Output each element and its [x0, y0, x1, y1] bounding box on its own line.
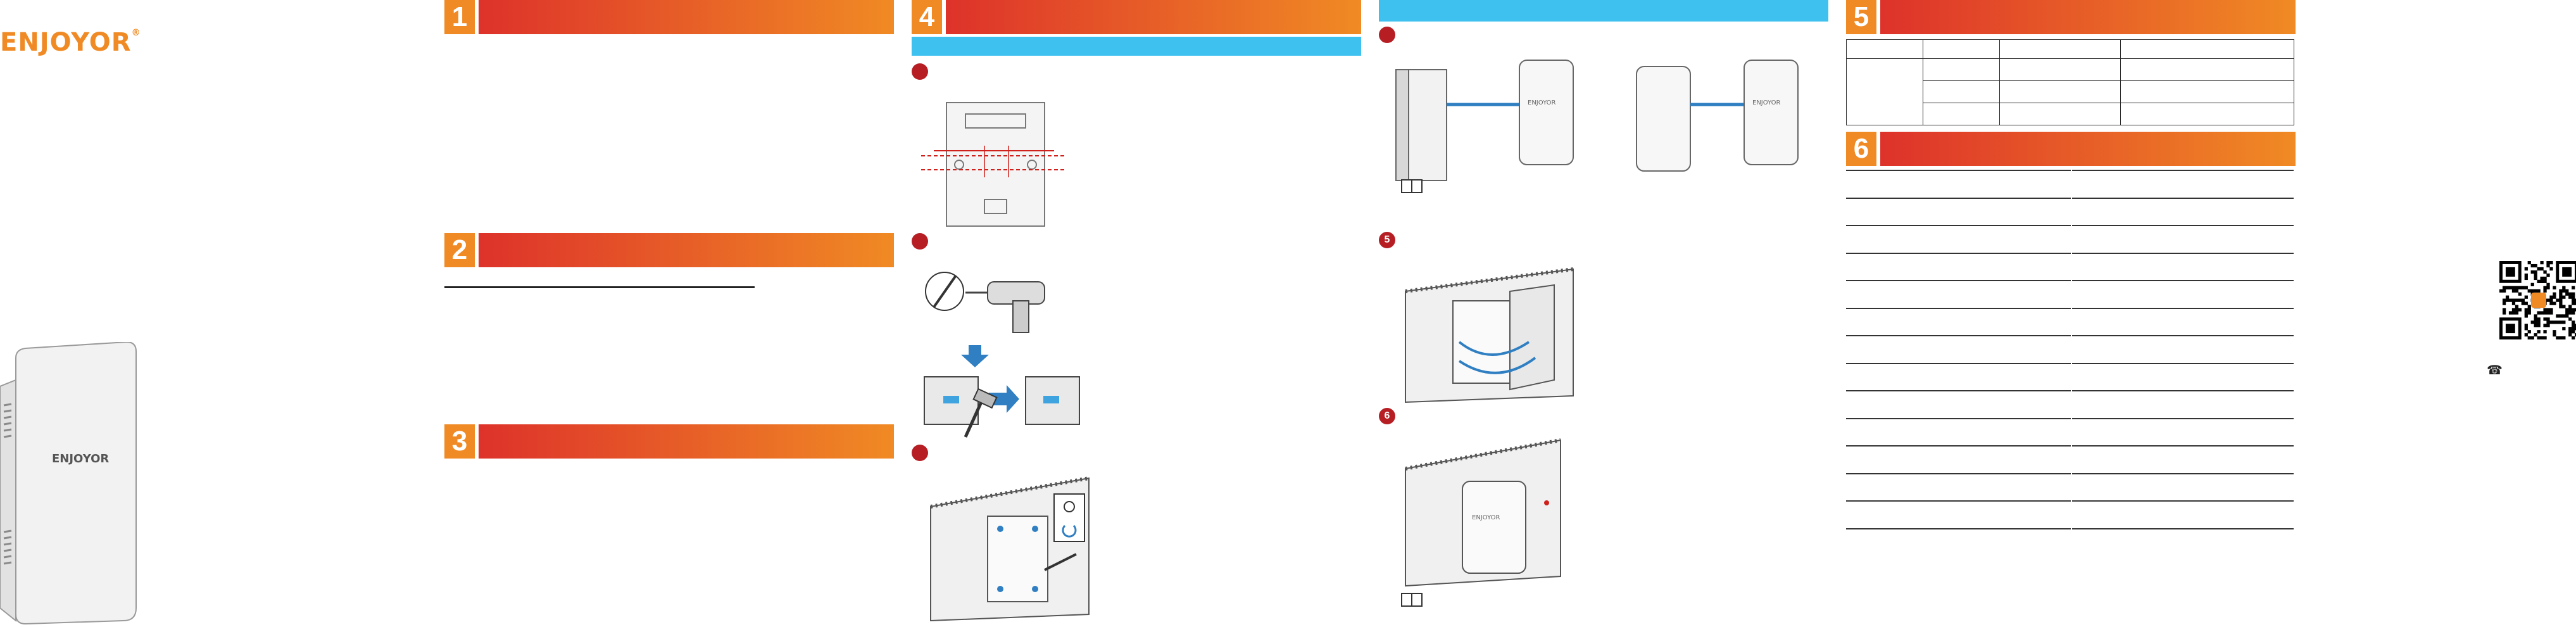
section-1-header: 1 — [444, 0, 894, 34]
section-6-number: 6 — [1846, 132, 1880, 166]
list-row-line-right — [2072, 418, 2294, 419]
spec-cell — [2120, 103, 2294, 125]
spec-cell — [1923, 58, 2000, 81]
list-row-line-right — [2072, 225, 2294, 226]
list-row-line-left — [1846, 418, 2071, 419]
list-row-line-left — [1846, 363, 2071, 364]
step-marker-6: 6 — [1379, 408, 1395, 424]
spec-cell — [1846, 58, 1923, 125]
list-row-line-right — [2072, 363, 2294, 364]
cable-connection-figure: ENJOYOR ENJOYOR — [1395, 60, 1799, 181]
list-row-line-left — [1846, 528, 2071, 529]
list-row-line-right — [2072, 198, 2294, 199]
spec-cell — [1999, 58, 2121, 81]
list-row-line-left — [1846, 390, 2071, 391]
spec-cell — [1846, 39, 1923, 59]
section-5-number: 5 — [1846, 0, 1880, 34]
logo-mark: ® — [131, 28, 141, 38]
spec-cell — [1923, 103, 2000, 125]
spec-cell — [2120, 80, 2294, 103]
phone-icon: ☎ — [2487, 364, 2503, 377]
step-marker-4 — [1379, 27, 1395, 43]
section-1-number: 1 — [444, 0, 479, 34]
manual-icon-2 — [1401, 593, 1423, 607]
list-row-line-right — [2072, 170, 2294, 171]
list-row-line-left — [1846, 335, 2071, 336]
list-row-line-left — [1846, 170, 2071, 171]
logo-text: ENJOYOR — [0, 28, 132, 57]
connect-device-label-2: ENJOYOR — [1752, 99, 1781, 106]
list-row-line-left — [1846, 473, 2071, 474]
mounting-bracket-figure — [921, 102, 1067, 227]
spec-cell — [1999, 80, 2121, 103]
spec-cell — [2120, 58, 2294, 81]
list-row-line-right — [2072, 473, 2294, 474]
section-5-header: 5 — [1846, 0, 2296, 34]
step-marker-5: 5 — [1379, 232, 1395, 248]
section-4-header: 4 — [912, 0, 1361, 34]
list-row-line-right — [2072, 528, 2294, 529]
spec-cell — [1923, 39, 2000, 59]
manual-icon — [1401, 179, 1423, 193]
drilling-figure — [924, 272, 1080, 438]
list-row-line-left — [1846, 280, 2071, 281]
screwdriver-icon — [933, 274, 957, 308]
list-row-line-right — [2072, 390, 2294, 391]
list-row-line-right — [2072, 335, 2294, 336]
drill-icon — [965, 281, 1045, 333]
device-illustration: ENJOYOR — [0, 342, 137, 625]
section-6-header: 6 — [1846, 132, 2296, 166]
mount-device-label: ENJOYOR — [1472, 514, 1500, 521]
list-row-line-left — [1846, 500, 2071, 502]
device-label: ENJOYOR — [52, 452, 109, 466]
section-3-number: 3 — [444, 424, 479, 459]
list-row-line-right — [2072, 445, 2294, 446]
section-connect-bar — [1379, 0, 1828, 22]
spec-table — [1846, 39, 2294, 125]
section-4-subtitle-bar — [912, 37, 1361, 56]
mounted-device-figure: ENJOYOR — [1405, 438, 1561, 587]
section-3-header: 3 — [444, 424, 894, 459]
list-row-line-right — [2072, 308, 2294, 309]
list-row-line-left — [1846, 253, 2071, 254]
spec-cell — [2120, 39, 2294, 59]
brand-logo: ENJOYOR® — [0, 28, 141, 57]
step-marker-1 — [912, 63, 928, 80]
step-marker-3 — [912, 445, 928, 461]
list-row-line-left — [1846, 198, 2071, 199]
step-marker-2 — [912, 233, 928, 250]
spec-cell — [1999, 103, 2121, 125]
list-row-line-right — [2072, 280, 2294, 281]
bracket-screw-figure — [930, 476, 1090, 622]
list-row-line-right — [2072, 500, 2294, 502]
list-row-line-right — [2072, 253, 2294, 254]
section-2-header: 2 — [444, 233, 894, 267]
list-row-line-left — [1846, 308, 2071, 309]
spec-cell — [1923, 80, 2000, 103]
list-row-line-left — [1846, 445, 2071, 446]
section-2-divider — [444, 286, 755, 288]
list-row-line-left — [1846, 225, 2071, 226]
section-4-number: 4 — [912, 0, 946, 34]
qr-code-icon — [2499, 261, 2576, 339]
hammer-icon — [964, 388, 998, 438]
connect-device-label: ENJOYOR — [1528, 99, 1556, 106]
section-2-number: 2 — [444, 233, 479, 267]
cable-routing-figure — [1405, 267, 1574, 403]
spec-cell — [1999, 39, 2121, 59]
